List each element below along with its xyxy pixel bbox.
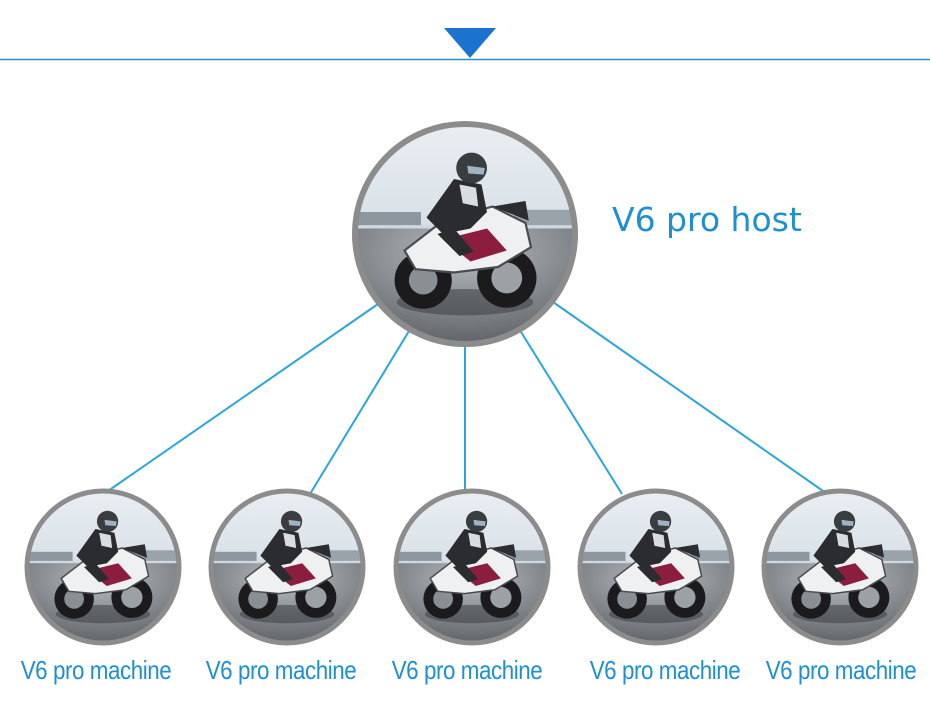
connector-line (107, 303, 379, 492)
machine-node (24, 488, 182, 646)
machine-node (208, 488, 366, 646)
machine-node (761, 488, 919, 646)
machine-label: V6 pro machine (589, 655, 741, 685)
machine-label: V6 pro machine (391, 655, 543, 685)
machine-node (393, 488, 551, 646)
host-label: V6 pro host (612, 200, 802, 239)
triangle-down-icon (444, 28, 496, 58)
machine-label: V6 pro machine (765, 655, 917, 685)
connector-line (309, 330, 410, 495)
machine-label: V6 pro machine (205, 655, 357, 685)
connector-lines (107, 301, 824, 495)
connector-line (520, 331, 623, 495)
machine-node (577, 488, 735, 646)
machine-label: V6 pro machine (20, 655, 172, 685)
connector-line (552, 301, 824, 492)
host-node (352, 121, 578, 347)
